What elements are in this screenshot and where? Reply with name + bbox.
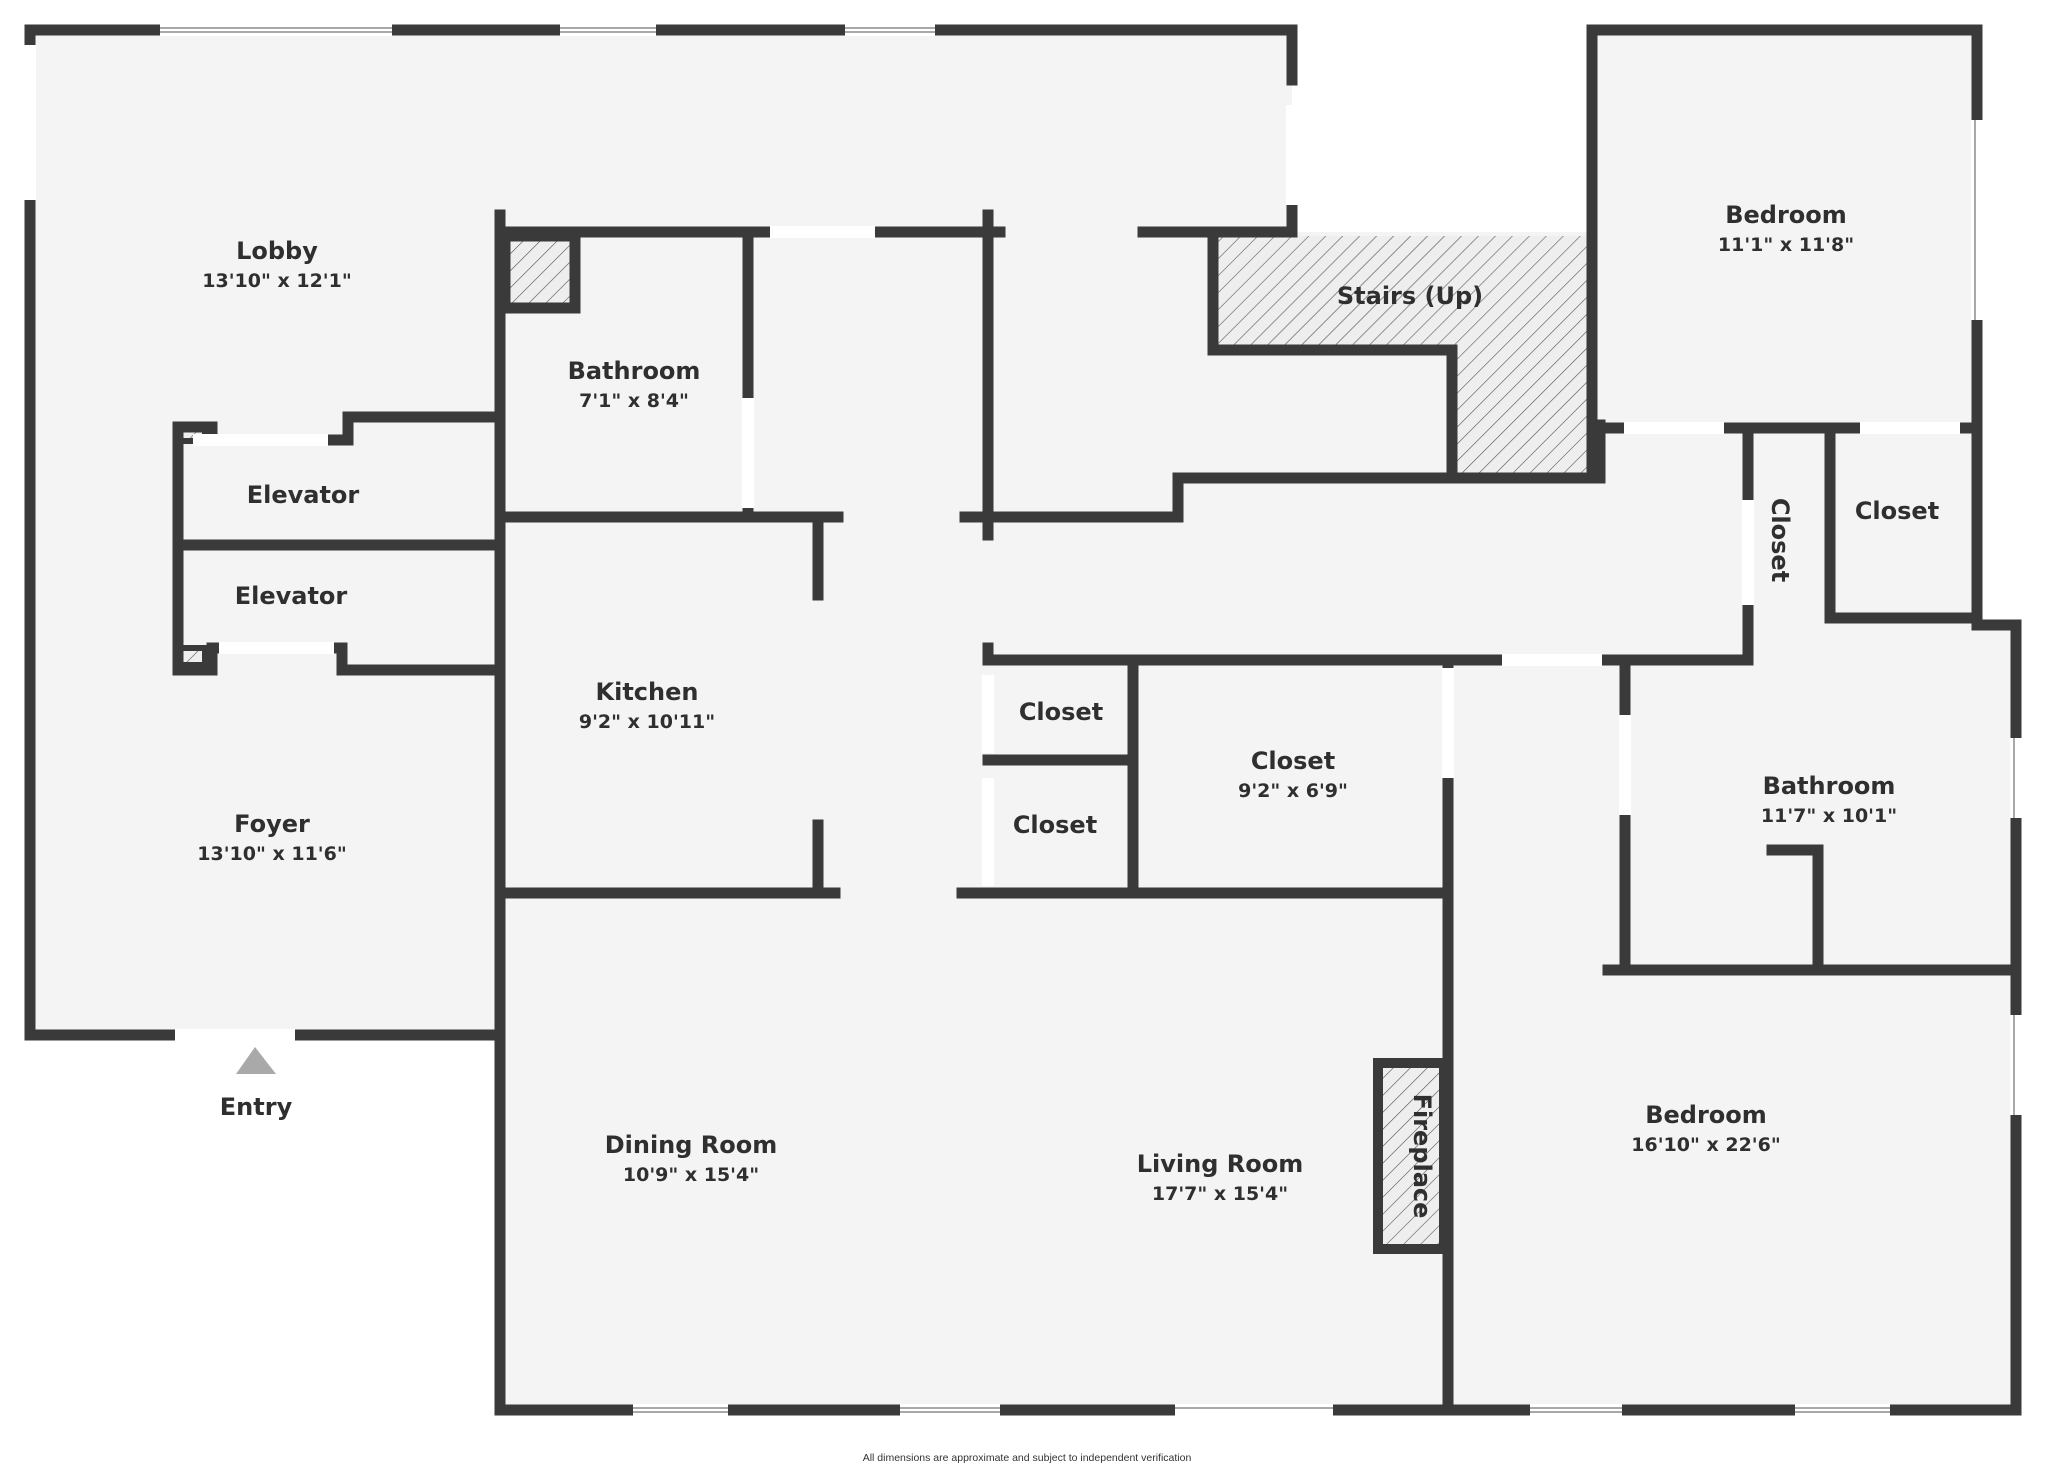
closet-mid-dim: 9'2" x 6'9"	[1238, 780, 1348, 802]
bedroom-2-dim: 16'10" x 22'6"	[1631, 1134, 1780, 1156]
bathroom-2-name: Bathroom	[1763, 772, 1896, 800]
foyer-name: Foyer	[234, 810, 310, 838]
windows	[24, 24, 2022, 1416]
closet-mid-name: Closet	[1251, 747, 1335, 775]
closet-vertical-name: Closet	[1766, 498, 1794, 582]
bedroom-1-dim: 11'1" x 11'8"	[1718, 234, 1854, 256]
kitchen-name: Kitchen	[596, 678, 699, 706]
bathroom-1-name: Bathroom	[568, 357, 701, 385]
bedroom-2-name: Bedroom	[1645, 1101, 1767, 1129]
elevator-1-name: Elevator	[247, 481, 360, 509]
disclaimer: All dimensions are approximate and subje…	[863, 1452, 1192, 1464]
dining-room-dim: 10'9" x 15'4"	[623, 1164, 759, 1186]
living-room-name: Living Room	[1137, 1150, 1303, 1178]
lobby-name: Lobby	[236, 237, 318, 265]
bathroom-2-dim: 11'7" x 10'1"	[1761, 805, 1897, 827]
fireplace-name: Fireplace	[1408, 1094, 1436, 1219]
elevator-2-name: Elevator	[235, 582, 348, 610]
closet-small-2-name: Closet	[1013, 811, 1097, 839]
stairs-hatch	[1213, 236, 1592, 475]
entry-label: Entry	[220, 1093, 293, 1121]
triangle-up-icon	[236, 1047, 276, 1074]
bedroom-1-name: Bedroom	[1725, 201, 1847, 229]
kitchen-dim: 9'2" x 10'11"	[579, 711, 715, 733]
foyer-dim: 13'10" x 11'6"	[197, 843, 346, 865]
closet-small-1-name: Closet	[1019, 698, 1103, 726]
closet-right-name: Closet	[1855, 497, 1939, 525]
bathroom-1-dim: 7'1" x 8'4"	[579, 390, 689, 412]
dining-room-name: Dining Room	[605, 1131, 778, 1159]
shaft-hatch	[499, 230, 581, 314]
lobby-dim: 13'10" x 12'1"	[202, 270, 351, 292]
stairs-name: Stairs (Up)	[1337, 282, 1483, 310]
walls	[24, 24, 2022, 1416]
living-room-dim: 17'7" x 15'4"	[1152, 1183, 1288, 1205]
room-labels: Lobby 13'10" x 12'1" Bathroom 7'1" x 8'4…	[197, 201, 1939, 1218]
